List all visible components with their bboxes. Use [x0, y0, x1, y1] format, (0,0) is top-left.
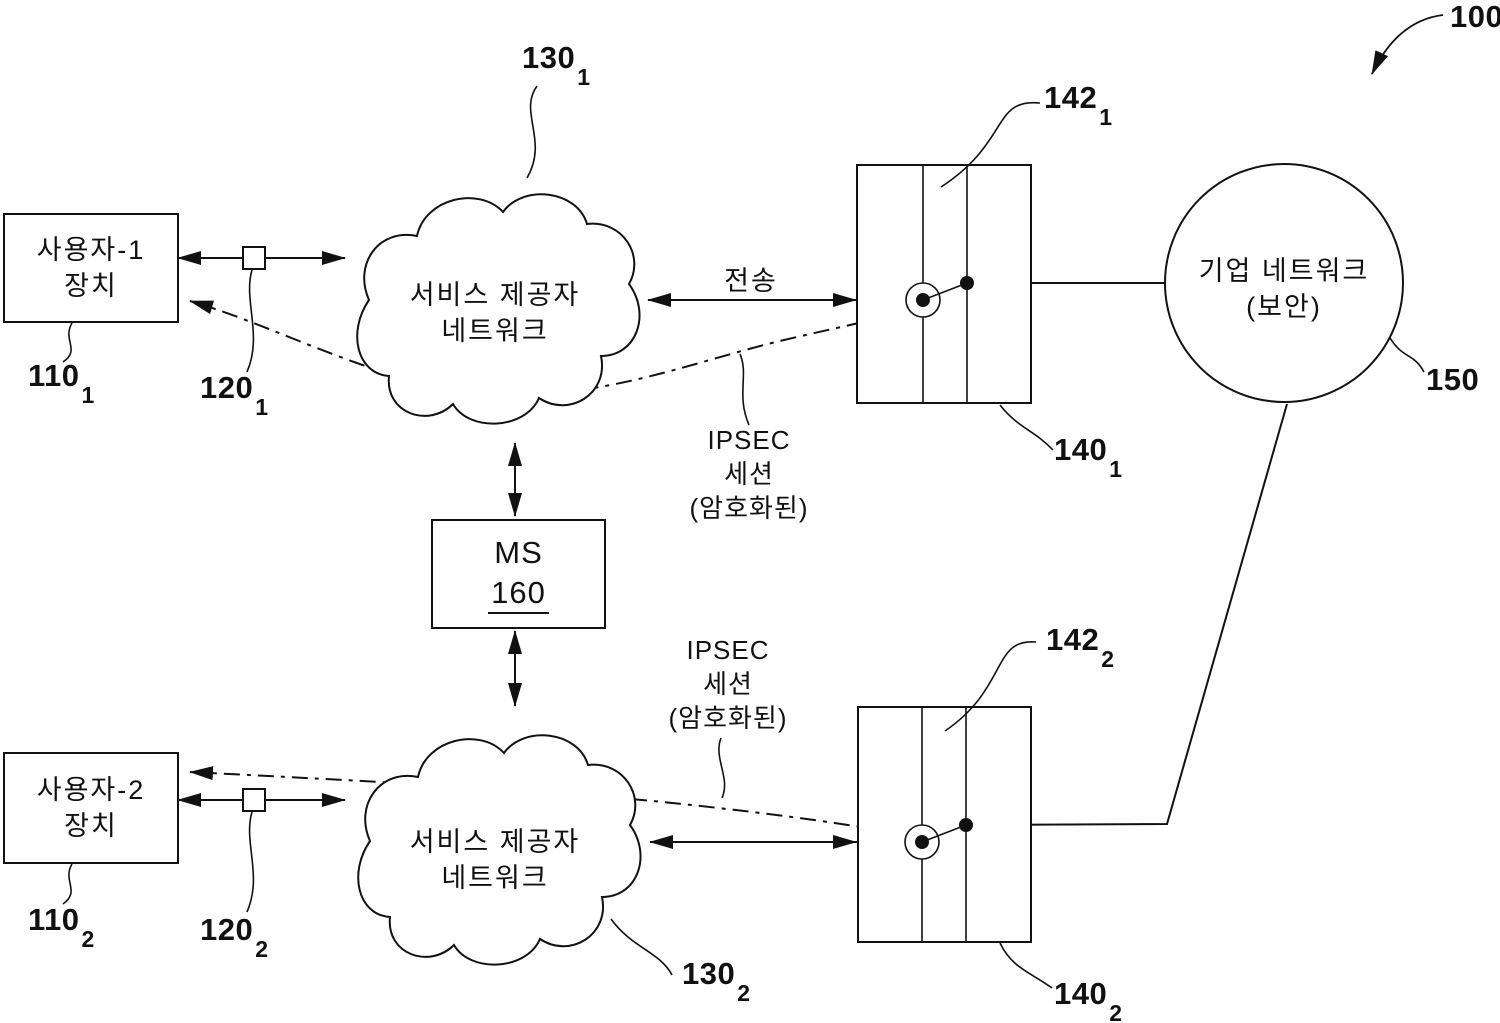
cloud2-line2: 네트워크	[441, 863, 549, 894]
enterprise-line1: 기업 네트워크	[1198, 256, 1370, 286]
ref-110-2: 1102	[28, 902, 95, 953]
ipsec-session-label-bottom: IPSEC 세션 (암호화된)	[642, 634, 814, 735]
leader-130-2	[610, 918, 673, 976]
leader-110-1	[62, 322, 73, 363]
firewall1-box	[856, 164, 1032, 404]
ref-130-1: 1301	[522, 40, 591, 91]
leader-142-1	[940, 101, 1041, 188]
reference-leaders	[62, 85, 1425, 989]
ref-150: 150	[1426, 362, 1480, 397]
ms-title: MS	[494, 534, 543, 570]
leader-ipsec-top	[739, 353, 750, 426]
leader-150	[1389, 337, 1425, 373]
user2-device-line2: 장치	[64, 811, 118, 841]
ipsec-bottom-line1: IPSEC	[686, 635, 770, 665]
user2-device-line1: 사용자-2	[36, 774, 146, 805]
leader-140-1	[999, 404, 1054, 451]
transmission-label: 전송	[724, 266, 778, 296]
ipsec-top-line2: 세션	[724, 458, 774, 489]
leader-140-2	[999, 942, 1053, 989]
cloud2-label: 서비스 제공자 네트워크	[360, 824, 630, 897]
leader-130-1	[526, 85, 538, 179]
user2-device-label: 사용자-2 장치	[4, 753, 178, 863]
modem2-square	[242, 788, 266, 812]
user1-device-line2: 장치	[64, 271, 118, 301]
firewall1-port-dot-inner	[916, 293, 930, 307]
firewall2-box	[857, 706, 1032, 943]
cloud1-label: 서비스 제공자 네트워크	[360, 277, 630, 350]
ref-142-2: 1422	[1046, 622, 1115, 673]
user1-device-line1: 사용자-1	[36, 234, 146, 265]
cloud1-line1: 서비스 제공자	[409, 280, 581, 310]
enterprise-network-circle	[1164, 163, 1404, 403]
user2-device-box	[3, 752, 179, 864]
firewall2-port-dot-outer	[959, 818, 973, 832]
ref-130-2: 1302	[682, 956, 751, 1007]
firewall1-port-link	[922, 282, 968, 301]
user1-device-label: 사용자-1 장치	[4, 214, 178, 322]
leader-120-2	[246, 811, 255, 913]
ms-ref-160: 160	[488, 575, 549, 614]
ref-100: 100	[1450, 0, 1500, 34]
ref-110-1: 1101	[28, 358, 95, 409]
ms-box	[431, 519, 606, 629]
ref-142-1: 1421	[1044, 80, 1113, 131]
arrowhead-into-firewall1	[833, 293, 857, 307]
firewall2-port-dot-inner	[915, 835, 929, 849]
ipsec-session-label-top: IPSEC 세션 (암호화된)	[663, 424, 835, 525]
link-firewall2-enterprise	[965, 403, 1288, 826]
modem1-square	[242, 246, 266, 270]
ipsec-session-path-top	[189, 300, 902, 397]
leader-120-1	[246, 269, 255, 373]
leader-110-2	[62, 863, 73, 905]
enterprise-line2: (보안)	[1246, 292, 1322, 323]
ref-140-1: 1401	[1054, 432, 1123, 483]
ipsec-top-line3: (암호화된)	[689, 492, 809, 523]
ipsec-bottom-line3: (암호화된)	[668, 702, 788, 733]
leader-ipsec-bottom	[718, 737, 726, 799]
ref-120-2: 1202	[200, 912, 269, 963]
cloud2-line1: 서비스 제공자	[409, 827, 581, 857]
user1-device-box	[3, 213, 179, 323]
arrowhead-into-firewall2	[833, 835, 857, 849]
leader-142-2	[944, 641, 1037, 732]
firewall2-port-link	[921, 824, 967, 843]
firewall1-port-dot-outer	[960, 276, 974, 290]
ref-140-2: 1402	[1054, 976, 1123, 1023]
ref-120-1: 1201	[200, 370, 269, 421]
figure-ref-arrow	[1371, 14, 1444, 75]
cloud1-line2: 네트워크	[441, 316, 549, 347]
ms-label: MS 160	[432, 520, 605, 628]
ipsec-top-line1: IPSEC	[707, 425, 791, 455]
ipsec-bottom-line2: 세션	[703, 668, 753, 699]
enterprise-network-label: 기업 네트워크 (보안)	[1164, 253, 1404, 326]
